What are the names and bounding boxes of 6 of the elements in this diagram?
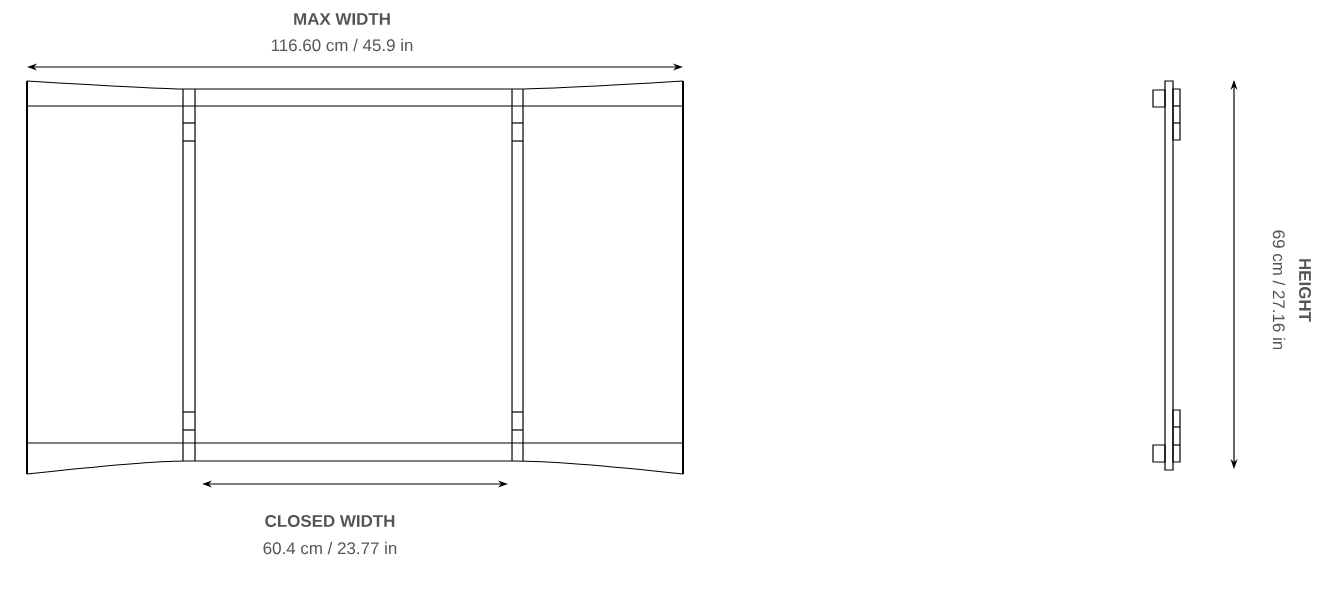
dimension-label: 69 cm / 27.16 in: [1272, 230, 1286, 350]
dimension-label: MAX WIDTH: [294, 13, 390, 25]
dimension-label: 60.4 cm / 23.77 in: [263, 541, 397, 555]
dimension-label: 116.60 cm / 45.9 in: [271, 38, 413, 52]
dimension-label: CLOSED WIDTH: [265, 515, 395, 527]
dimension-label: HEIGHT: [1299, 259, 1311, 322]
